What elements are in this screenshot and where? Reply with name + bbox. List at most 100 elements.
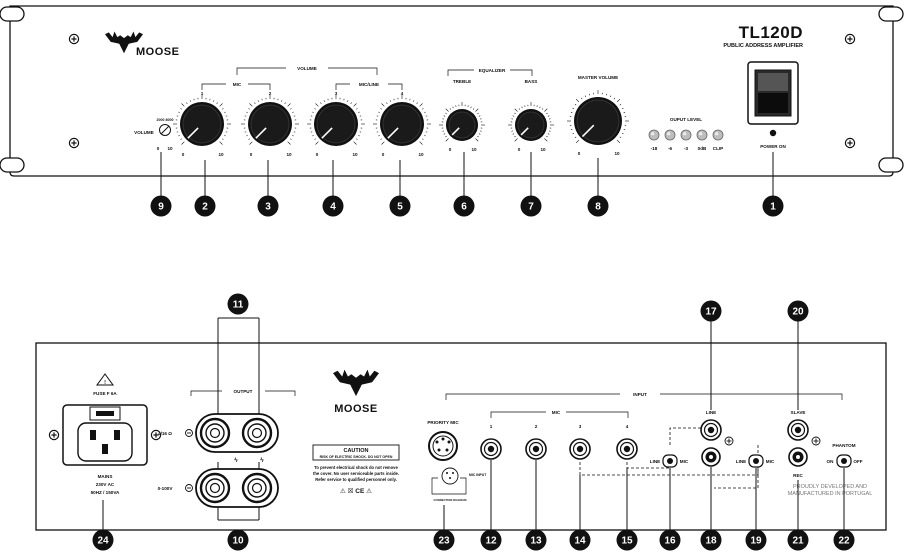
callout-badge: 21 xyxy=(788,530,809,551)
svg-text:20: 20 xyxy=(792,307,804,318)
master-volume-label: MASTER VOLUME xyxy=(578,75,618,80)
mic2-label: 2 xyxy=(535,424,538,429)
svg-text:15: 15 xyxy=(621,536,633,547)
led-label: -6 xyxy=(668,146,673,151)
callout-badge: 24 xyxy=(93,530,114,551)
scale-min-label: 0 xyxy=(449,147,452,152)
svg-text:5: 5 xyxy=(397,202,403,213)
svg-text:10: 10 xyxy=(232,536,244,547)
svg-text:3: 3 xyxy=(265,202,271,213)
scale-max-label: 10 xyxy=(540,147,546,152)
fuse-label: FUSE F 6A xyxy=(93,391,117,396)
priority-mic-connector[interactable] xyxy=(429,432,457,460)
callout-badge: 10 xyxy=(228,530,249,551)
line-mic-switch-1[interactable] xyxy=(663,455,677,467)
svg-text:16: 16 xyxy=(664,536,676,547)
mic4-jack[interactable] xyxy=(617,439,637,459)
mic3-label: 3 xyxy=(579,424,582,429)
svg-text:ϟ: ϟ xyxy=(234,457,238,464)
rack-ear-left-bottom xyxy=(0,158,24,172)
svg-text:2: 2 xyxy=(202,202,208,213)
svg-text:22: 22 xyxy=(838,536,850,547)
line-rca[interactable] xyxy=(702,448,720,466)
scale-max-label: 10 xyxy=(614,151,620,156)
callout-badge: 8 xyxy=(588,196,609,217)
output-level-label: OUPUT LEVEL xyxy=(670,117,702,122)
mains-rating: 50HZ / 150VA xyxy=(91,490,120,495)
svg-text:13: 13 xyxy=(530,536,542,547)
front-screw-icon xyxy=(845,34,854,43)
volt-label: 0-100V xyxy=(158,486,174,491)
callout-badge: 9 xyxy=(151,196,172,217)
priority-mic-label: PRIORITY MIC xyxy=(427,420,459,425)
switch1-mic-label: MIC xyxy=(680,459,689,464)
power-switch[interactable] xyxy=(748,62,798,124)
rack-ear-left-top xyxy=(0,7,24,21)
svg-text:INPUT: INPUT xyxy=(633,392,647,397)
power-on-label: POWER ON xyxy=(760,144,786,149)
svg-text:!: ! xyxy=(104,380,106,386)
footer-line-1: PROUDLY DEVELOPED AND xyxy=(793,484,867,490)
line-jack[interactable] xyxy=(701,420,721,440)
treble-label: TREBLE xyxy=(453,79,471,84)
callout-badge: 12 xyxy=(481,530,502,551)
svg-text:24: 24 xyxy=(97,536,109,547)
svg-text:17: 17 xyxy=(705,307,717,318)
power-indicator-icon xyxy=(770,130,776,136)
svg-text:Refer service to qualified per: Refer service to qualified personnel onl… xyxy=(315,477,397,482)
mic1-jack[interactable] xyxy=(481,439,501,459)
switch1-line-label: LINE xyxy=(650,459,660,464)
rec-rca[interactable] xyxy=(789,448,807,466)
front-screw-icon xyxy=(845,138,854,147)
line-label: LINE xyxy=(706,410,716,415)
svg-text:6: 6 xyxy=(461,202,467,213)
mains-label: MAINS xyxy=(98,474,113,479)
scale-min-label: 0 xyxy=(182,152,185,157)
trim-scale-min: 0 xyxy=(157,146,160,151)
callout-badge: 4 xyxy=(323,196,344,217)
front-screw-icon xyxy=(69,138,78,147)
plus-icon xyxy=(725,437,733,445)
led-label: -18 xyxy=(651,146,658,151)
svg-text:9: 9 xyxy=(158,202,164,213)
svg-text:VOLUME: VOLUME xyxy=(297,66,317,71)
svg-text:7: 7 xyxy=(528,202,534,213)
switch2-mic-label: MIC xyxy=(766,459,775,464)
output-led-icon xyxy=(713,130,723,140)
slave-jack[interactable] xyxy=(788,420,808,440)
callout-badge: 5 xyxy=(390,196,411,217)
callout-badge: 17 xyxy=(701,301,722,322)
led-label: -3 xyxy=(684,146,689,151)
front-screw-icon xyxy=(69,34,78,43)
scale-min-label: 0 xyxy=(578,151,581,156)
trim-scale-max: 10 xyxy=(167,146,173,151)
mains-voltage: 230V AC xyxy=(96,482,115,487)
svg-text:21: 21 xyxy=(792,536,804,547)
footer-line-2: MANUFACTURED IN PORTUGAL xyxy=(788,491,873,497)
output-led-icon xyxy=(681,130,691,140)
front-panel: MOOSE TL120D PUBLIC ADDRESS AMPLIFIER VO… xyxy=(0,6,903,176)
svg-text:1: 1 xyxy=(770,202,776,213)
output-led-icon xyxy=(649,130,659,140)
switch2-line-label: LINE xyxy=(736,459,746,464)
rack-ear-right-top xyxy=(879,7,903,21)
callout-badge: 15 xyxy=(617,530,638,551)
callout-badge: 16 xyxy=(660,530,681,551)
phantom-switch[interactable] xyxy=(837,455,851,467)
slave-label: SLAVE xyxy=(791,410,806,415)
phantom-off-label: OFF xyxy=(853,459,862,464)
svg-text:12: 12 xyxy=(485,536,497,547)
led-label: CLIP xyxy=(713,146,723,151)
callout-badge: 18 xyxy=(701,530,722,551)
output-led-icon xyxy=(665,130,675,140)
rear-brand: MOOSE xyxy=(334,403,377,415)
mic2-jack[interactable] xyxy=(526,439,546,459)
model-subtitle: PUBLIC ADDRESS AMPLIFIER xyxy=(723,43,803,49)
svg-text:23: 23 xyxy=(438,536,450,547)
callout-badge: 20 xyxy=(788,301,809,322)
trim-knob[interactable] xyxy=(160,125,171,136)
line-mic-switch-2[interactable] xyxy=(749,455,763,467)
mic3-jack[interactable] xyxy=(570,439,590,459)
callout-badge: 3 xyxy=(258,196,279,217)
